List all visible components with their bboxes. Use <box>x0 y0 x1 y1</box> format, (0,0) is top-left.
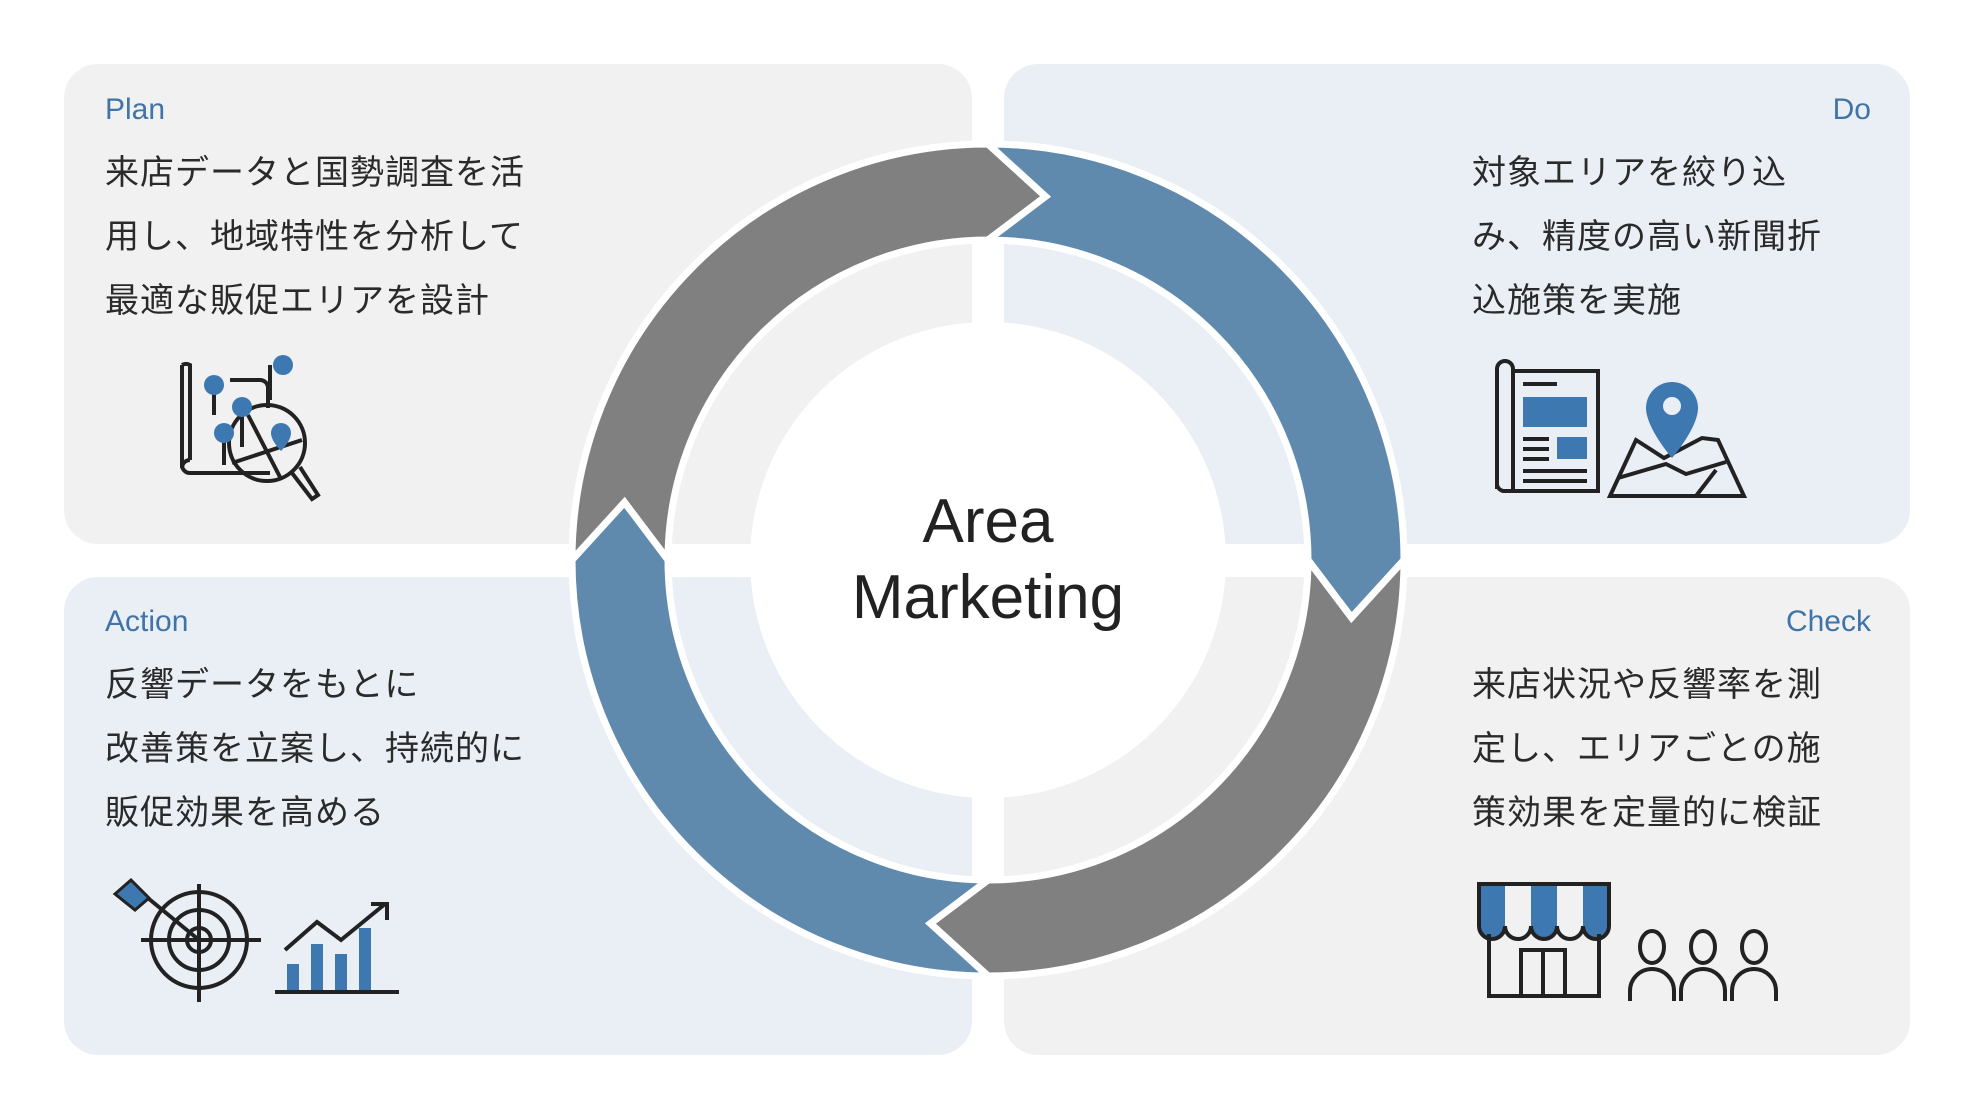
center-title: Area Marketing <box>750 484 1226 636</box>
plan-label: Plan <box>105 93 166 126</box>
people-icon <box>1628 929 1778 1001</box>
plan-line-1: 来店データと国勢調査を活 <box>105 153 525 193</box>
center-title-line2: Marketing <box>851 563 1125 632</box>
action-description: 反響データをもとに 改善策を立案し、持続的に 販促効果を高める <box>105 653 525 845</box>
plan-line-2: 用し、地域特性を分析して <box>105 217 524 257</box>
check-line-3: 策効果を定量的に検証 <box>1472 793 1822 833</box>
store-icon <box>1477 882 1611 998</box>
check-label: Check <box>1785 605 1871 638</box>
do-line-3: 込施策を実施 <box>1472 281 1682 321</box>
do-label: Do <box>1832 93 1871 126</box>
action-line-3: 販促効果を高める <box>105 793 385 833</box>
map-pin-icon <box>1606 382 1748 498</box>
plan-line-3: 最適な販促エリアを設計 <box>105 281 490 321</box>
center-circle <box>750 322 1226 798</box>
check-line-2: 定し、エリアごとの施 <box>1472 729 1822 769</box>
do-description: 対象エリアを絞り込 み、精度の高い新聞折 込施策を実施 <box>1472 141 1822 333</box>
do-line-1: 対象エリアを絞り込 <box>1472 153 1787 193</box>
newspaper-icon <box>1495 359 1600 493</box>
center-title-line1: Area <box>922 487 1054 556</box>
ring-segment-action <box>568 496 999 980</box>
action-line-1: 反響データをもとに <box>105 665 420 705</box>
target-icon <box>112 877 261 1002</box>
action-line-2: 改善策を立案し、持続的に <box>105 729 525 769</box>
growth-chart-icon <box>275 902 399 994</box>
check-description: 来店状況や反響率を測 定し、エリアごとの施 策効果を定量的に検証 <box>1472 653 1822 845</box>
action-label: Action <box>105 605 189 638</box>
plan-description: 来店データと国勢調査を活 用し、地域特性を分析して 最適な販促エリアを設計 <box>105 141 525 333</box>
map-search-icon <box>180 355 321 502</box>
do-line-2: み、精度の高い新聞折 <box>1472 217 1822 257</box>
check-line-1: 来店状況や反響率を測 <box>1472 665 1822 705</box>
